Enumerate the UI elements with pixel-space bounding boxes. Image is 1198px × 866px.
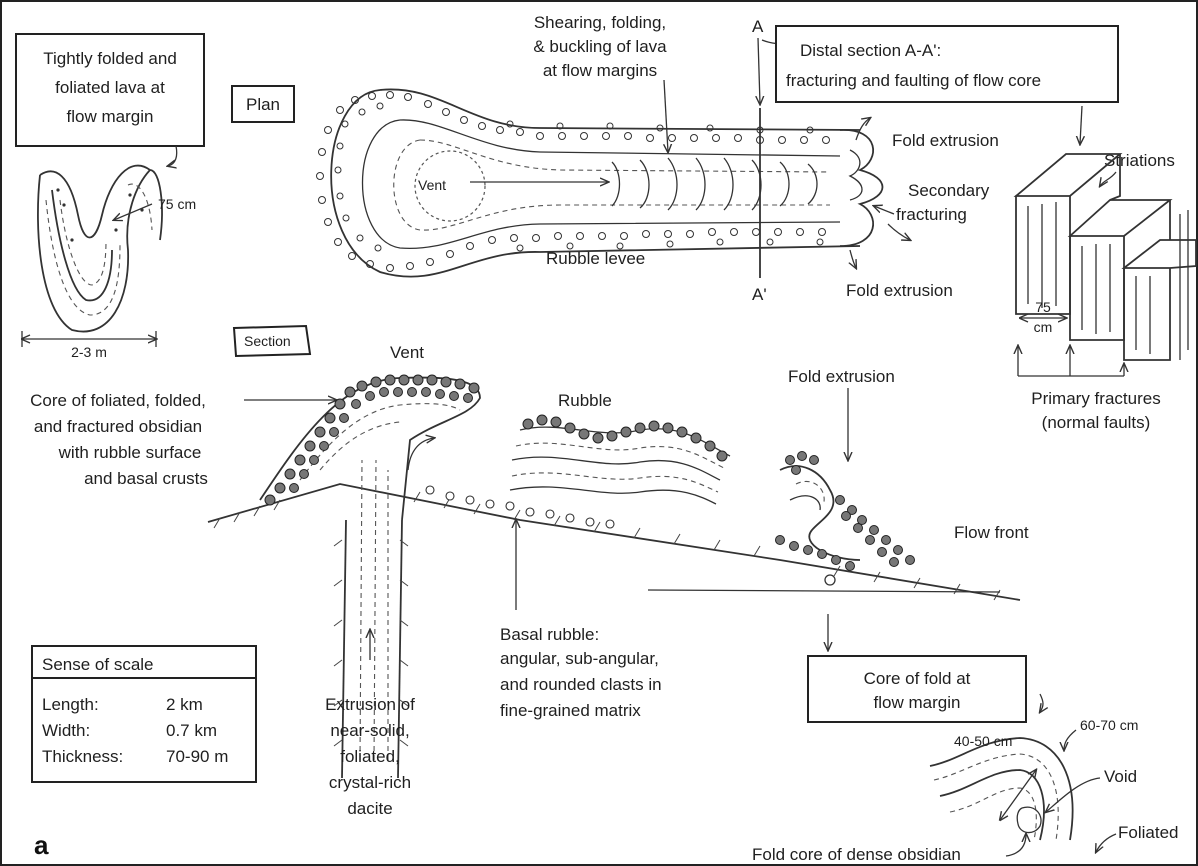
tight-fold-line1: Tightly folded and	[43, 49, 177, 68]
fold-core-line1: Core of fold at	[864, 669, 971, 688]
distal-box: Distal section A-A': fracturing and faul…	[776, 26, 1118, 102]
shearing-line2: & buckling of lava	[533, 37, 667, 56]
scale-box: Sense of scale Length: 2 km Width: 0.7 k…	[32, 646, 256, 782]
core-line1: Core of foliated, folded,	[30, 391, 206, 410]
dense-core-label: Fold core of dense obsidian	[752, 845, 961, 864]
primary-fractures-line1: Primary fractures	[1031, 389, 1160, 408]
extrusion-line5: dacite	[347, 799, 392, 818]
extrusion-line4: crystal-rich	[329, 773, 411, 792]
tight-fold-box: Tightly folded and foliated lava at flow…	[16, 34, 204, 146]
scale-row-value: 2 km	[166, 695, 203, 714]
scale-title: Sense of scale	[42, 655, 154, 674]
extrusion-line3: foliated,	[340, 747, 400, 766]
scale-row-value: 0.7 km	[166, 721, 217, 740]
tight-fold-arrow	[168, 146, 177, 166]
tight-fold-line3: flow margin	[67, 107, 154, 126]
core-line4: and basal crusts	[84, 469, 208, 488]
tight-fold-line2: foliated lava at	[55, 78, 165, 97]
fold-core-sketch	[930, 738, 1073, 840]
size-60-70-label: 60-70 cm	[1080, 717, 1138, 733]
basal-rubble-line1: Basal rubble:	[500, 625, 599, 644]
section-a-arrow	[758, 38, 760, 104]
section-vent-label: Vent	[390, 343, 424, 362]
scale-row-label: Thickness:	[42, 747, 123, 766]
core-line2: and fractured obsidian	[34, 417, 202, 436]
foliated-label: Foliated	[1118, 823, 1178, 842]
shearing-line1: Shearing, folding,	[534, 13, 666, 32]
fold-core-line2: flow margin	[874, 693, 961, 712]
tight-fold-sketch	[38, 166, 162, 332]
fold-extrusion-bottom-label: Fold extrusion	[846, 281, 953, 300]
scale-row-label: Width:	[42, 721, 90, 740]
secondary-line1: Secondary	[908, 181, 990, 200]
extrusion-line2: near-solid,	[330, 721, 409, 740]
shearing-line3: at flow margins	[543, 61, 657, 80]
void-label: Void	[1104, 767, 1137, 786]
flow-front-label: Flow front	[954, 523, 1029, 542]
basal-rubble-line3: and rounded clasts in	[500, 675, 662, 694]
scale-row-label: Length:	[42, 695, 99, 714]
plan-box: Plan	[232, 86, 294, 122]
distal-line2: fracturing and faulting of flow core	[786, 71, 1041, 90]
plan-vent-label: Vent	[418, 177, 446, 193]
fold-core-box: Core of fold at flow margin	[808, 656, 1026, 722]
fold-extrusion-section-label: Fold extrusion	[788, 367, 895, 386]
section-a-prime-label: A'	[752, 285, 767, 304]
primary-fractures-line2: (normal faults)	[1042, 413, 1151, 432]
figure-letter: a	[34, 830, 49, 860]
basal-rubble-line2: angular, sub-angular,	[500, 649, 659, 668]
size-75cm-arrow	[114, 204, 152, 220]
size-75cm-label: 75 cm	[158, 196, 196, 212]
section-a-label: A	[752, 17, 764, 36]
block-size-unit: cm	[1034, 319, 1053, 335]
core-line3: with rubble surface	[58, 443, 202, 462]
basal-rubble-line4: fine-grained matrix	[500, 701, 641, 720]
block-size-label: 75	[1035, 299, 1051, 315]
rubble-label: Rubble	[558, 391, 612, 410]
shearing-arrow	[664, 80, 668, 152]
section-box: Section	[234, 326, 310, 356]
extrusion-line1: Extrusion of	[325, 695, 415, 714]
secondary-line2: fracturing	[896, 205, 967, 224]
fold-extrusion-top-label: Fold extrusion	[892, 131, 999, 150]
size-40-50-label: 40-50 cm	[954, 733, 1012, 749]
plan-label: Plan	[246, 95, 280, 114]
width-range-label: 2-3 m	[71, 344, 107, 360]
section-label: Section	[244, 333, 291, 349]
scale-row-value: 70-90 m	[166, 747, 228, 766]
distal-line1: Distal section A-A':	[800, 41, 941, 60]
rubble-levee-label: Rubble levee	[546, 249, 645, 268]
